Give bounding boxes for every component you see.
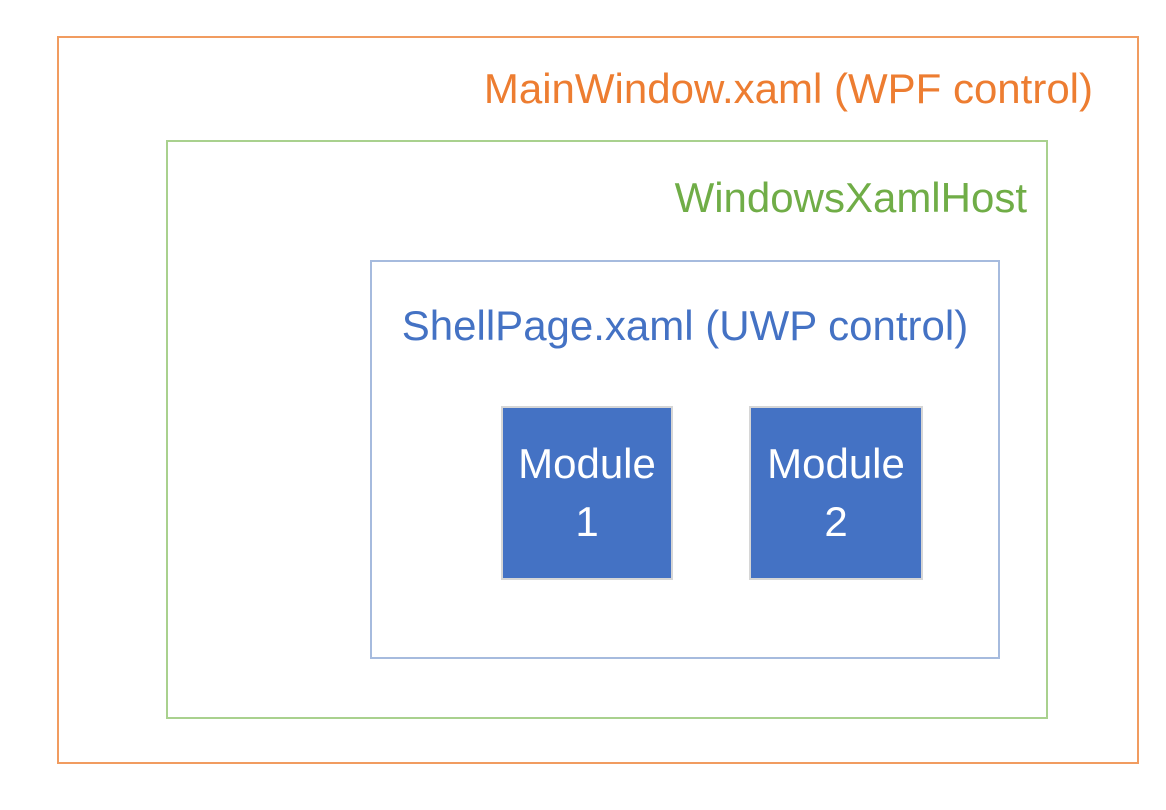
module-2-label-line2: 2 bbox=[824, 498, 848, 545]
module-1-label-line2: 1 bbox=[575, 498, 599, 545]
shellpage-uwp-box: ShellPage.xaml (UWP control) Module 1 Mo… bbox=[370, 260, 1000, 659]
module-1-box: Module 1 bbox=[501, 406, 673, 580]
windowsxamlhost-box: WindowsXamlHost ShellPage.xaml (UWP cont… bbox=[166, 140, 1048, 719]
shellpage-label: ShellPage.xaml (UWP control) bbox=[401, 302, 969, 349]
windowsxamlhost-label: WindowsXamlHost bbox=[674, 174, 1027, 221]
module-2-box: Module 2 bbox=[749, 406, 923, 580]
module-2-label-line1: Module bbox=[767, 440, 905, 488]
mainwindow-label: MainWindow.xaml (WPF control) bbox=[483, 65, 1093, 112]
module-1-label-line1: Module bbox=[518, 440, 656, 488]
mainwindow-wpf-box: MainWindow.xaml (WPF control) WindowsXam… bbox=[57, 36, 1139, 764]
